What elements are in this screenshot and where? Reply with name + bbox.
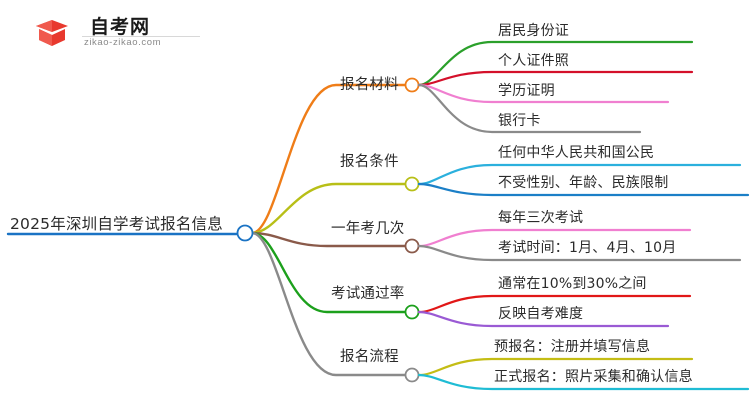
leaf-label-4-2: 反映自考难度 <box>498 306 584 322</box>
logo-name-cn: 自考网 <box>90 16 151 38</box>
leaf-label-4-1: 通常在10%到30%之间 <box>498 276 647 292</box>
branch-node-circle-icon[interactable] <box>404 77 420 93</box>
leaf-label-1-4: 银行卡 <box>498 113 541 129</box>
leaf-label-3-2: 考试时间：1月、4月、10月 <box>498 240 677 256</box>
branch-node-circle-icon[interactable] <box>404 176 420 192</box>
root-node-label: 2025年深圳自学考试报名信息 <box>10 215 223 233</box>
graduation-cap-logo-icon <box>36 16 68 52</box>
logo-divider <box>82 36 200 37</box>
leaf-label-2-2: 不受性别、年龄、民族限制 <box>498 175 669 191</box>
logo-url: zikao-zikao.com <box>84 37 162 48</box>
leaf-label-2-1: 任何中华人民共和国公民 <box>498 145 655 161</box>
branch-node-circle-icon[interactable] <box>404 367 420 383</box>
leaf-label-1-2: 个人证件照 <box>498 53 569 69</box>
leaf-label-3-1: 每年三次考试 <box>498 210 584 226</box>
leaf-label-5-2: 正式报名：照片采集和确认信息 <box>494 369 693 385</box>
leaf-label-1-1: 居民身份证 <box>498 23 569 39</box>
branch-label-1: 报名材料 <box>340 77 399 93</box>
leaf-label-5-1: 预报名：注册并填写信息 <box>494 339 651 355</box>
branch-label-4: 考试通过率 <box>331 286 405 302</box>
site-logo[interactable]: 自考网 zikao-zikao.com <box>28 10 208 58</box>
branch-label-3: 一年考几次 <box>331 221 405 237</box>
branch-label-5: 报名流程 <box>340 349 399 365</box>
leaf-label-1-3: 学历证明 <box>498 83 555 99</box>
branch-label-2: 报名条件 <box>340 154 399 170</box>
branch-node-circle-icon[interactable] <box>404 304 420 320</box>
branch-node-circle-icon[interactable] <box>404 238 420 254</box>
leaf-line-1-2 <box>417 70 694 87</box>
root-node-circle-icon[interactable] <box>236 224 254 242</box>
